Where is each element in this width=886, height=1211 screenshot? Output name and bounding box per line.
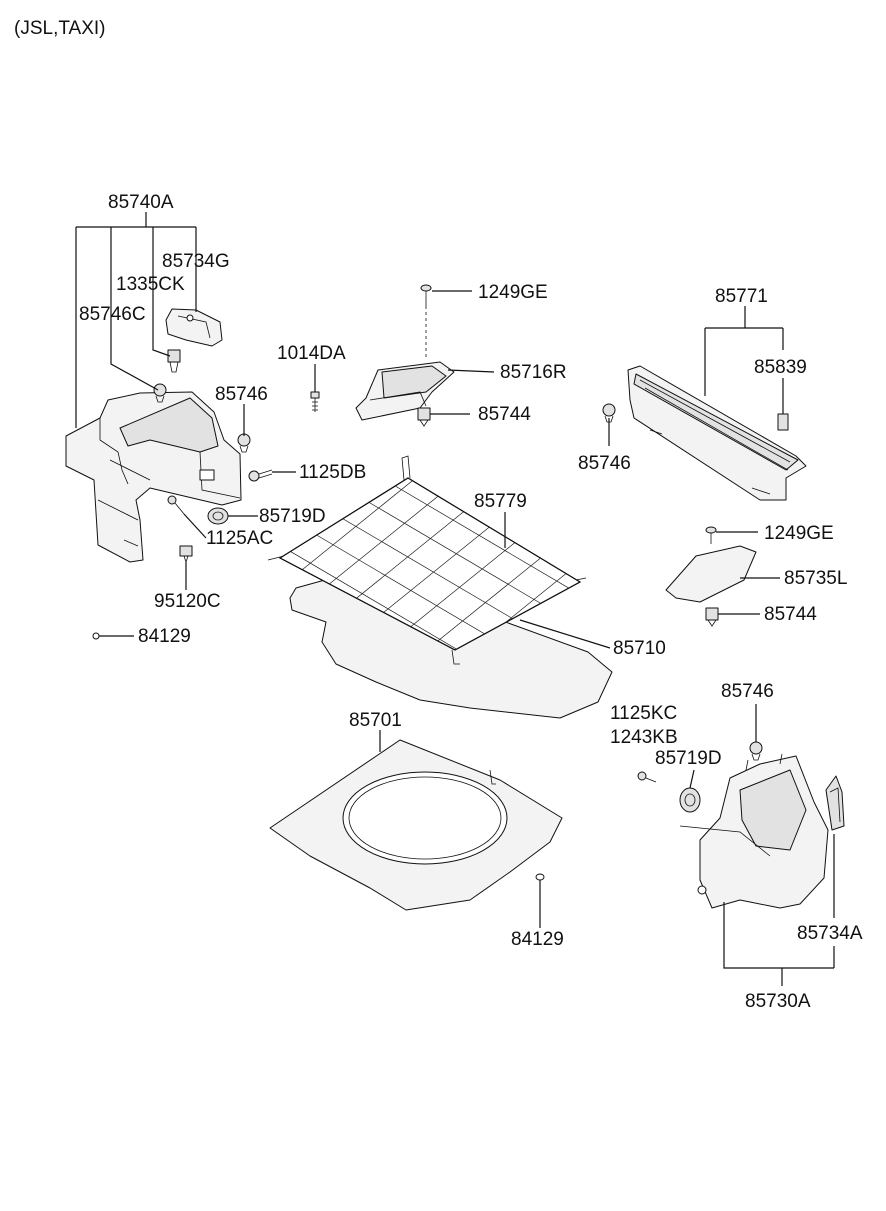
label-85771: 85771: [715, 286, 768, 307]
label-1125AC: 1125AC: [206, 528, 273, 549]
label-85734G: 85734G: [162, 251, 230, 272]
screw-1249GE-right: [705, 526, 717, 544]
fastener-85746C: [153, 383, 167, 403]
label-85746C: 85746C: [79, 304, 146, 325]
label-85735L: 85735L: [784, 568, 847, 589]
left-quarter-trim: [65, 391, 242, 563]
label-85719D-left: 85719D: [259, 506, 326, 527]
label-85746-right-top: 85746: [578, 453, 631, 474]
label-85746-right-bottom: 85746: [721, 681, 774, 702]
right-quarter-trim: [679, 753, 829, 909]
label-1249GE-top: 1249GE: [478, 282, 548, 303]
clip-85744-right: [705, 607, 719, 627]
spare-tire-cover-85701: [269, 739, 563, 911]
trunk-sill-panel-85771: [627, 365, 807, 501]
label-85710: 85710: [613, 638, 666, 659]
label-1125DB: 1125DB: [299, 462, 366, 483]
clip-plate-85734G: [165, 308, 223, 347]
label-84129-left: 84129: [138, 626, 191, 647]
screw-1249GE-top: [420, 284, 432, 360]
label-1335CK: 1335CK: [116, 274, 185, 295]
label-85779: 85779: [474, 491, 527, 512]
leader-lines: [75, 212, 835, 986]
grommet-85719D-right: [679, 787, 701, 813]
bracket-85716R: [355, 361, 455, 421]
label-1243KB: 1243KB: [610, 727, 678, 748]
label-85730A: 85730A: [745, 991, 811, 1012]
clip-95120C: [179, 545, 193, 564]
label-85746-left: 85746: [215, 384, 268, 405]
plug-84129-left: [92, 632, 100, 640]
variant-header: (JSL,TAXI): [14, 18, 106, 39]
label-95120C: 95120C: [154, 591, 221, 612]
label-85839: 85839: [754, 357, 807, 378]
bolt-1125AC: [167, 495, 185, 515]
bolt-1125DB: [248, 469, 273, 482]
label-85719D-right: 85719D: [655, 748, 722, 769]
label-85744-top: 85744: [478, 404, 531, 425]
fastener-85746-left: [237, 433, 251, 453]
label-85734A: 85734A: [797, 923, 863, 944]
label-85740A: 85740A: [108, 192, 174, 213]
label-1125KC: 1125KC: [610, 703, 677, 724]
label-1249GE-right: 1249GE: [764, 523, 834, 544]
label-1014DA: 1014DA: [277, 343, 346, 364]
label-84129-center: 84129: [511, 929, 564, 950]
label-85701: 85701: [349, 710, 402, 731]
label-85716R: 85716R: [500, 362, 567, 383]
screw-1014DA: [310, 391, 320, 412]
plate-85734A: [825, 775, 845, 831]
clip-85839: [777, 413, 789, 431]
bolt-1125KC: [637, 771, 657, 783]
grommet-85719D-left: [207, 507, 229, 525]
plug-84129-center: [535, 873, 545, 881]
clip-1335CK: [167, 349, 181, 373]
label-85744-right: 85744: [764, 604, 817, 625]
fastener-85746-right-bottom: [749, 741, 763, 761]
plate-85735L: [665, 545, 757, 603]
clip-85744-top: [417, 407, 431, 427]
